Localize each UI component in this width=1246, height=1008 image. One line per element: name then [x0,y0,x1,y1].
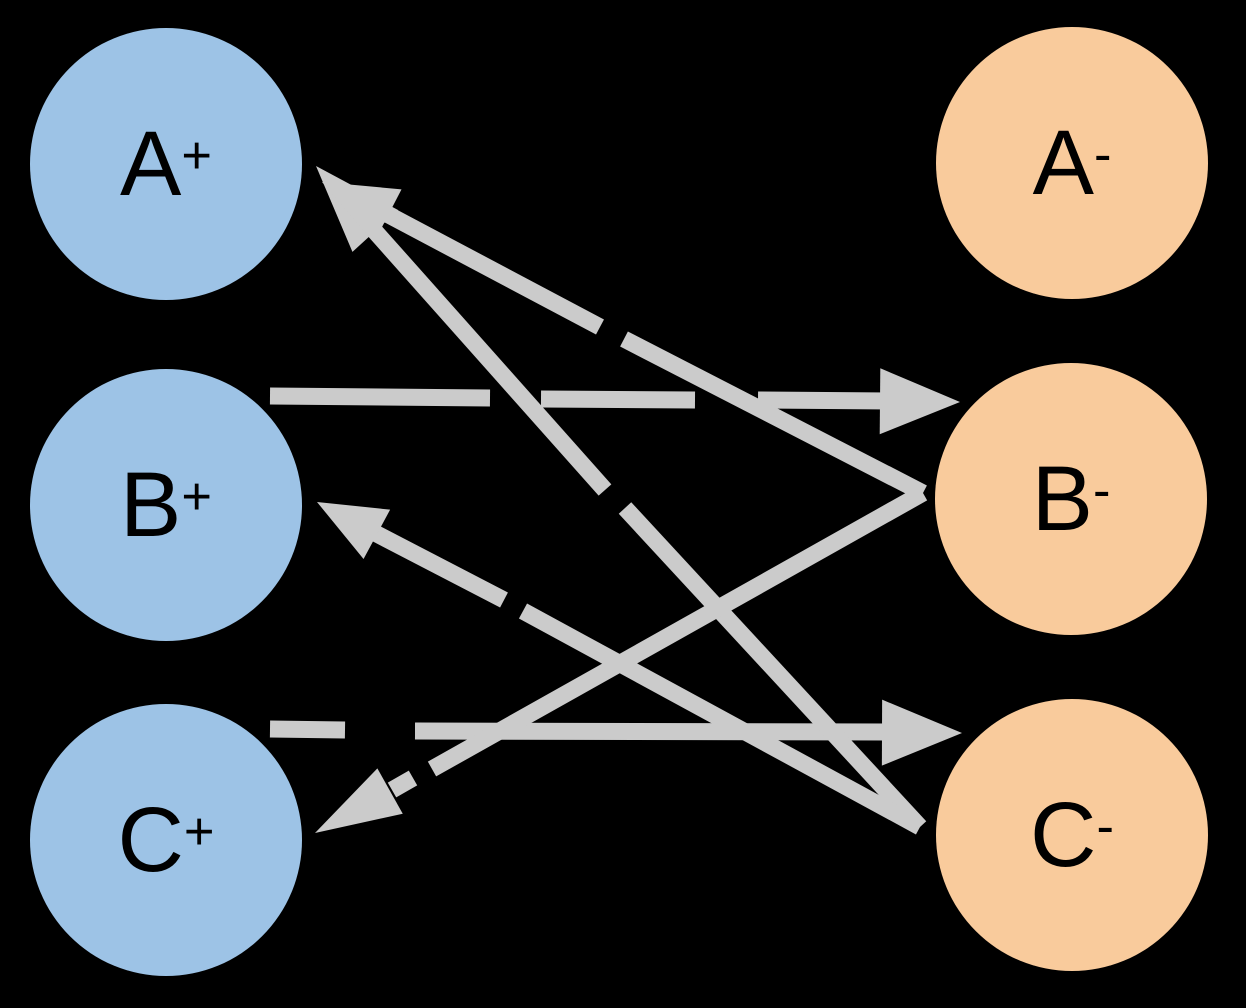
edge-b-minus-to-c-plus-segment [427,485,928,777]
edge-c-minus-to-b-plus-arrowhead [317,502,391,559]
node-c-minus: C- [936,699,1208,971]
edge-c-minus-to-b-plus-segment [518,603,925,835]
edge-b-plus-to-b-minus-segment [540,390,696,409]
node-b-minus: B- [935,363,1207,635]
edge-c-plus-to-c-minus-segment [269,720,346,739]
edge-c-minus-to-a-plus-segment [618,502,927,833]
node-c-minus-label: C- [1030,784,1114,886]
node-b-plus: B+ [30,369,302,641]
edge-b-minus-to-c-plus-arrowhead [315,768,403,833]
edge-b-minus-to-a-plus-segment [620,331,927,501]
edge-b-minus-to-c-plus-segment [387,770,418,798]
node-b-plus-label: B+ [120,454,212,556]
edge-c-plus-to-c-minus-arrowhead [881,699,962,766]
node-a-plus: A+ [30,28,302,300]
node-a-minus-label: A- [1032,112,1112,214]
node-b-minus-label: B- [1031,448,1111,550]
node-a-plus-label: A+ [120,113,212,215]
edge-c-minus-to-a-plus-segment [365,222,612,496]
edge-b-plus-to-b-minus-segment [269,387,491,407]
node-c-plus-label: C+ [117,789,215,891]
node-a-minus: A- [936,27,1208,299]
node-c-plus: C+ [30,704,302,976]
edge-b-plus-to-b-minus-arrowhead [879,368,960,435]
edge-b-minus-to-a-plus-arrowhead [322,182,402,243]
edge-c-minus-to-b-plus-segment [369,524,508,608]
edge-b-minus-to-a-plus-segment [381,205,604,335]
edge-b-plus-to-b-minus-segment [757,391,893,410]
